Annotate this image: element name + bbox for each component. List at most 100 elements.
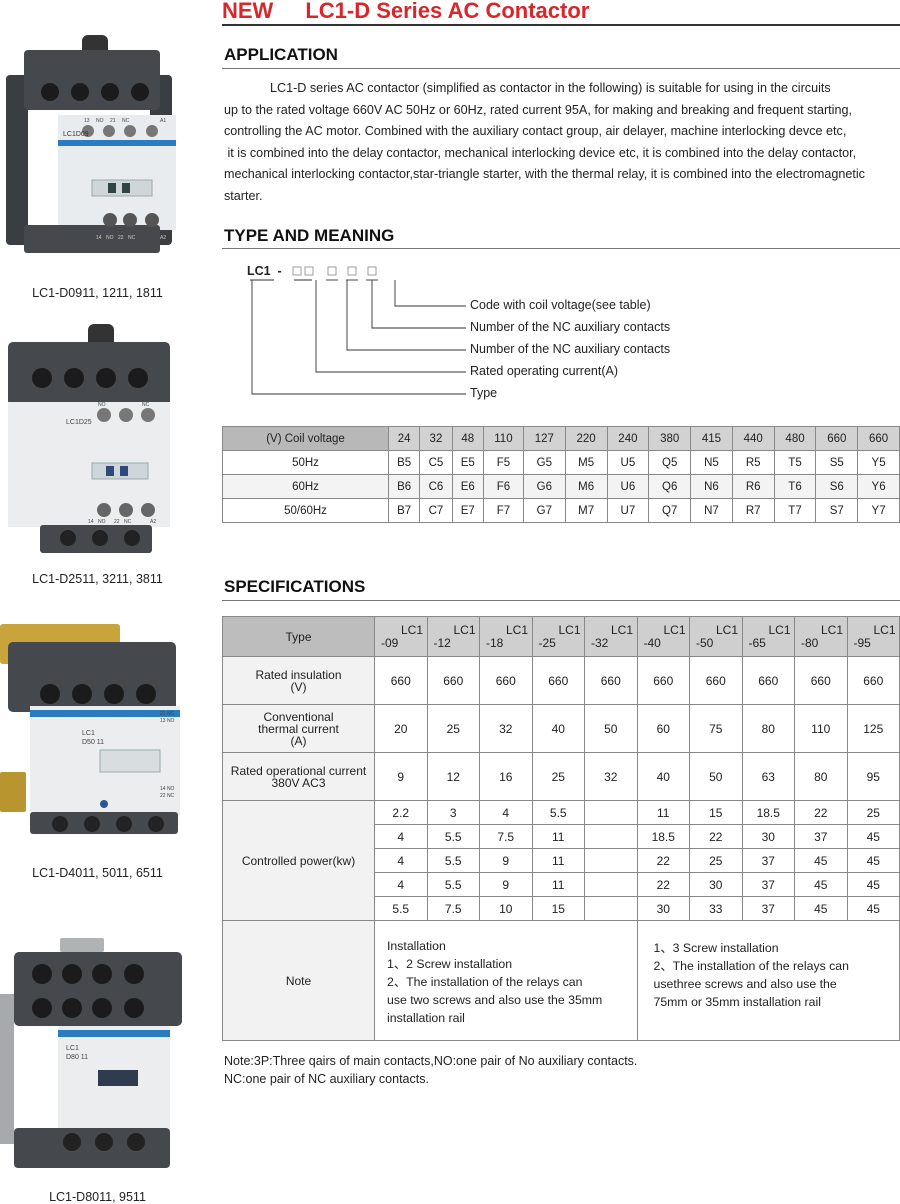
spec-value-cell: 16: [479, 752, 533, 801]
spec-type-cell: LC1-25: [531, 616, 585, 657]
coil-code-cell: B5: [387, 450, 421, 475]
spec-value-cell: 660: [426, 656, 480, 705]
coil-code-cell: T6: [773, 474, 817, 499]
spec-power-cell: 45: [846, 848, 900, 873]
spec-value-cell: 20: [374, 704, 428, 753]
coil-code-cell: M5: [564, 450, 608, 475]
svg-text:13 NO: 13 NO: [160, 718, 175, 724]
product-caption: LC1-D0911, 1211, 1811: [32, 286, 163, 300]
coil-code-cell: C7: [419, 498, 453, 523]
svg-text:22: 22: [118, 235, 124, 241]
spec-type-cell: LC1-50: [689, 616, 743, 657]
spec-power-cell: 11: [531, 848, 585, 873]
coil-code-cell: R7: [731, 498, 775, 523]
coil-code-cell: F6: [482, 474, 524, 499]
spec-power-cell: 9: [479, 872, 533, 897]
contactor-image: LC1 D80 11: [0, 938, 182, 1168]
svg-text:21: 21: [110, 118, 116, 124]
spec-power-cell: [584, 800, 638, 825]
svg-text:NO: NO: [106, 235, 114, 241]
coil-code-cell: R5: [731, 450, 775, 475]
spec-value-cell: 660: [846, 656, 900, 705]
spec-value-cell: 25: [531, 752, 585, 801]
spec-value-cell: 60: [636, 704, 690, 753]
type-label-nc2: Number of the NC auxiliary contacts: [470, 342, 671, 356]
svg-text:22: 22: [114, 519, 120, 525]
section-divider: [222, 248, 900, 249]
coil-voltage-cell: 220: [564, 426, 608, 451]
spec-power-label: Controlled power(kw): [222, 800, 375, 921]
spec-value-cell: 63: [741, 752, 795, 801]
spec-value-cell: 660: [741, 656, 795, 705]
coil-code-cell: Q6: [648, 474, 692, 499]
coil-code-cell: C5: [419, 450, 453, 475]
spec-power-cell: 4: [374, 872, 428, 897]
spec-value-cell: 12: [426, 752, 480, 801]
spec-power-cell: [584, 824, 638, 849]
coil-voltage-cell: 440: [731, 426, 775, 451]
coil-code-cell: B6: [387, 474, 421, 499]
spec-type-cell: LC1-12: [426, 616, 480, 657]
coil-row-label: 50/60Hz: [222, 498, 389, 523]
spec-power-cell: 11: [531, 872, 585, 897]
spec-power-cell: 10: [479, 896, 533, 921]
coil-voltage-cell: 480: [773, 426, 817, 451]
spec-power-cell: 4: [374, 848, 428, 873]
spec-power-cell: 15: [689, 800, 743, 825]
specifications-heading: SPECIFICATIONS: [224, 577, 366, 596]
spec-value-cell: 32: [479, 704, 533, 753]
spec-type-cell: LC1-18: [479, 616, 533, 657]
coil-row-label: 60Hz: [222, 474, 389, 499]
coil-code-cell: S6: [815, 474, 859, 499]
coil-header-label: (V) Coil voltage: [222, 426, 389, 451]
coil-voltage-cell: 110: [482, 426, 524, 451]
coil-code-cell: N7: [690, 498, 733, 523]
footnote: Note:3P:Three qairs of main contacts,NO:…: [224, 1054, 638, 1086]
spec-value-cell: 9: [374, 752, 428, 801]
coil-code-cell: C6: [419, 474, 453, 499]
svg-text:21 NC: 21 NC: [160, 711, 175, 717]
spec-power-cell: 22: [689, 824, 743, 849]
spec-power-cell: 22: [636, 872, 690, 897]
coil-code-cell: Y5: [857, 450, 900, 475]
spec-power-cell: 22: [794, 800, 848, 825]
svg-text:D50 11: D50 11: [82, 739, 104, 746]
spec-value-cell: 125: [846, 704, 900, 753]
spec-power-cell: 4: [479, 800, 533, 825]
svg-text:NC: NC: [122, 118, 130, 124]
type-code-prefix: LC1 -: [247, 264, 282, 278]
spec-value-cell: 25: [426, 704, 480, 753]
spec-power-cell: 37: [741, 872, 795, 897]
spec-type-cell: LC1-40: [636, 616, 690, 657]
product-label: LC1D09: [63, 131, 89, 138]
svg-text:D80 11: D80 11: [66, 1054, 88, 1061]
coil-code-cell: T7: [773, 498, 817, 523]
coil-code-cell: M6: [564, 474, 608, 499]
spec-power-cell: 45: [846, 872, 900, 897]
spec-power-cell: 30: [689, 872, 743, 897]
spec-power-cell: 7.5: [479, 824, 533, 849]
coil-code-cell: E6: [451, 474, 484, 499]
coil-code-cell: T5: [773, 450, 817, 475]
coil-voltage-cell: 240: [606, 426, 650, 451]
type-meaning-heading: TYPE AND MEANING: [224, 226, 395, 245]
spec-power-cell: 25: [689, 848, 743, 873]
spec-power-cell: 11: [636, 800, 690, 825]
coil-code-cell: U7: [606, 498, 650, 523]
svg-text:A2: A2: [150, 519, 156, 525]
coil-voltage-cell: 660: [857, 426, 900, 451]
application-text: LC1-D series AC contactor (simplified as…: [224, 81, 865, 203]
coil-row-label: 50Hz: [222, 450, 389, 475]
spec-power-cell: 15: [531, 896, 585, 921]
spec-power-cell: 5.5: [374, 896, 428, 921]
spec-value-cell: 660: [794, 656, 848, 705]
coil-code-cell: U5: [606, 450, 650, 475]
spec-power-cell: 5.5: [426, 872, 480, 897]
spec-power-cell: 33: [689, 896, 743, 921]
svg-text:NO: NO: [98, 519, 106, 525]
spec-power-cell: 18.5: [636, 824, 690, 849]
spec-value-cell: 95: [846, 752, 900, 801]
